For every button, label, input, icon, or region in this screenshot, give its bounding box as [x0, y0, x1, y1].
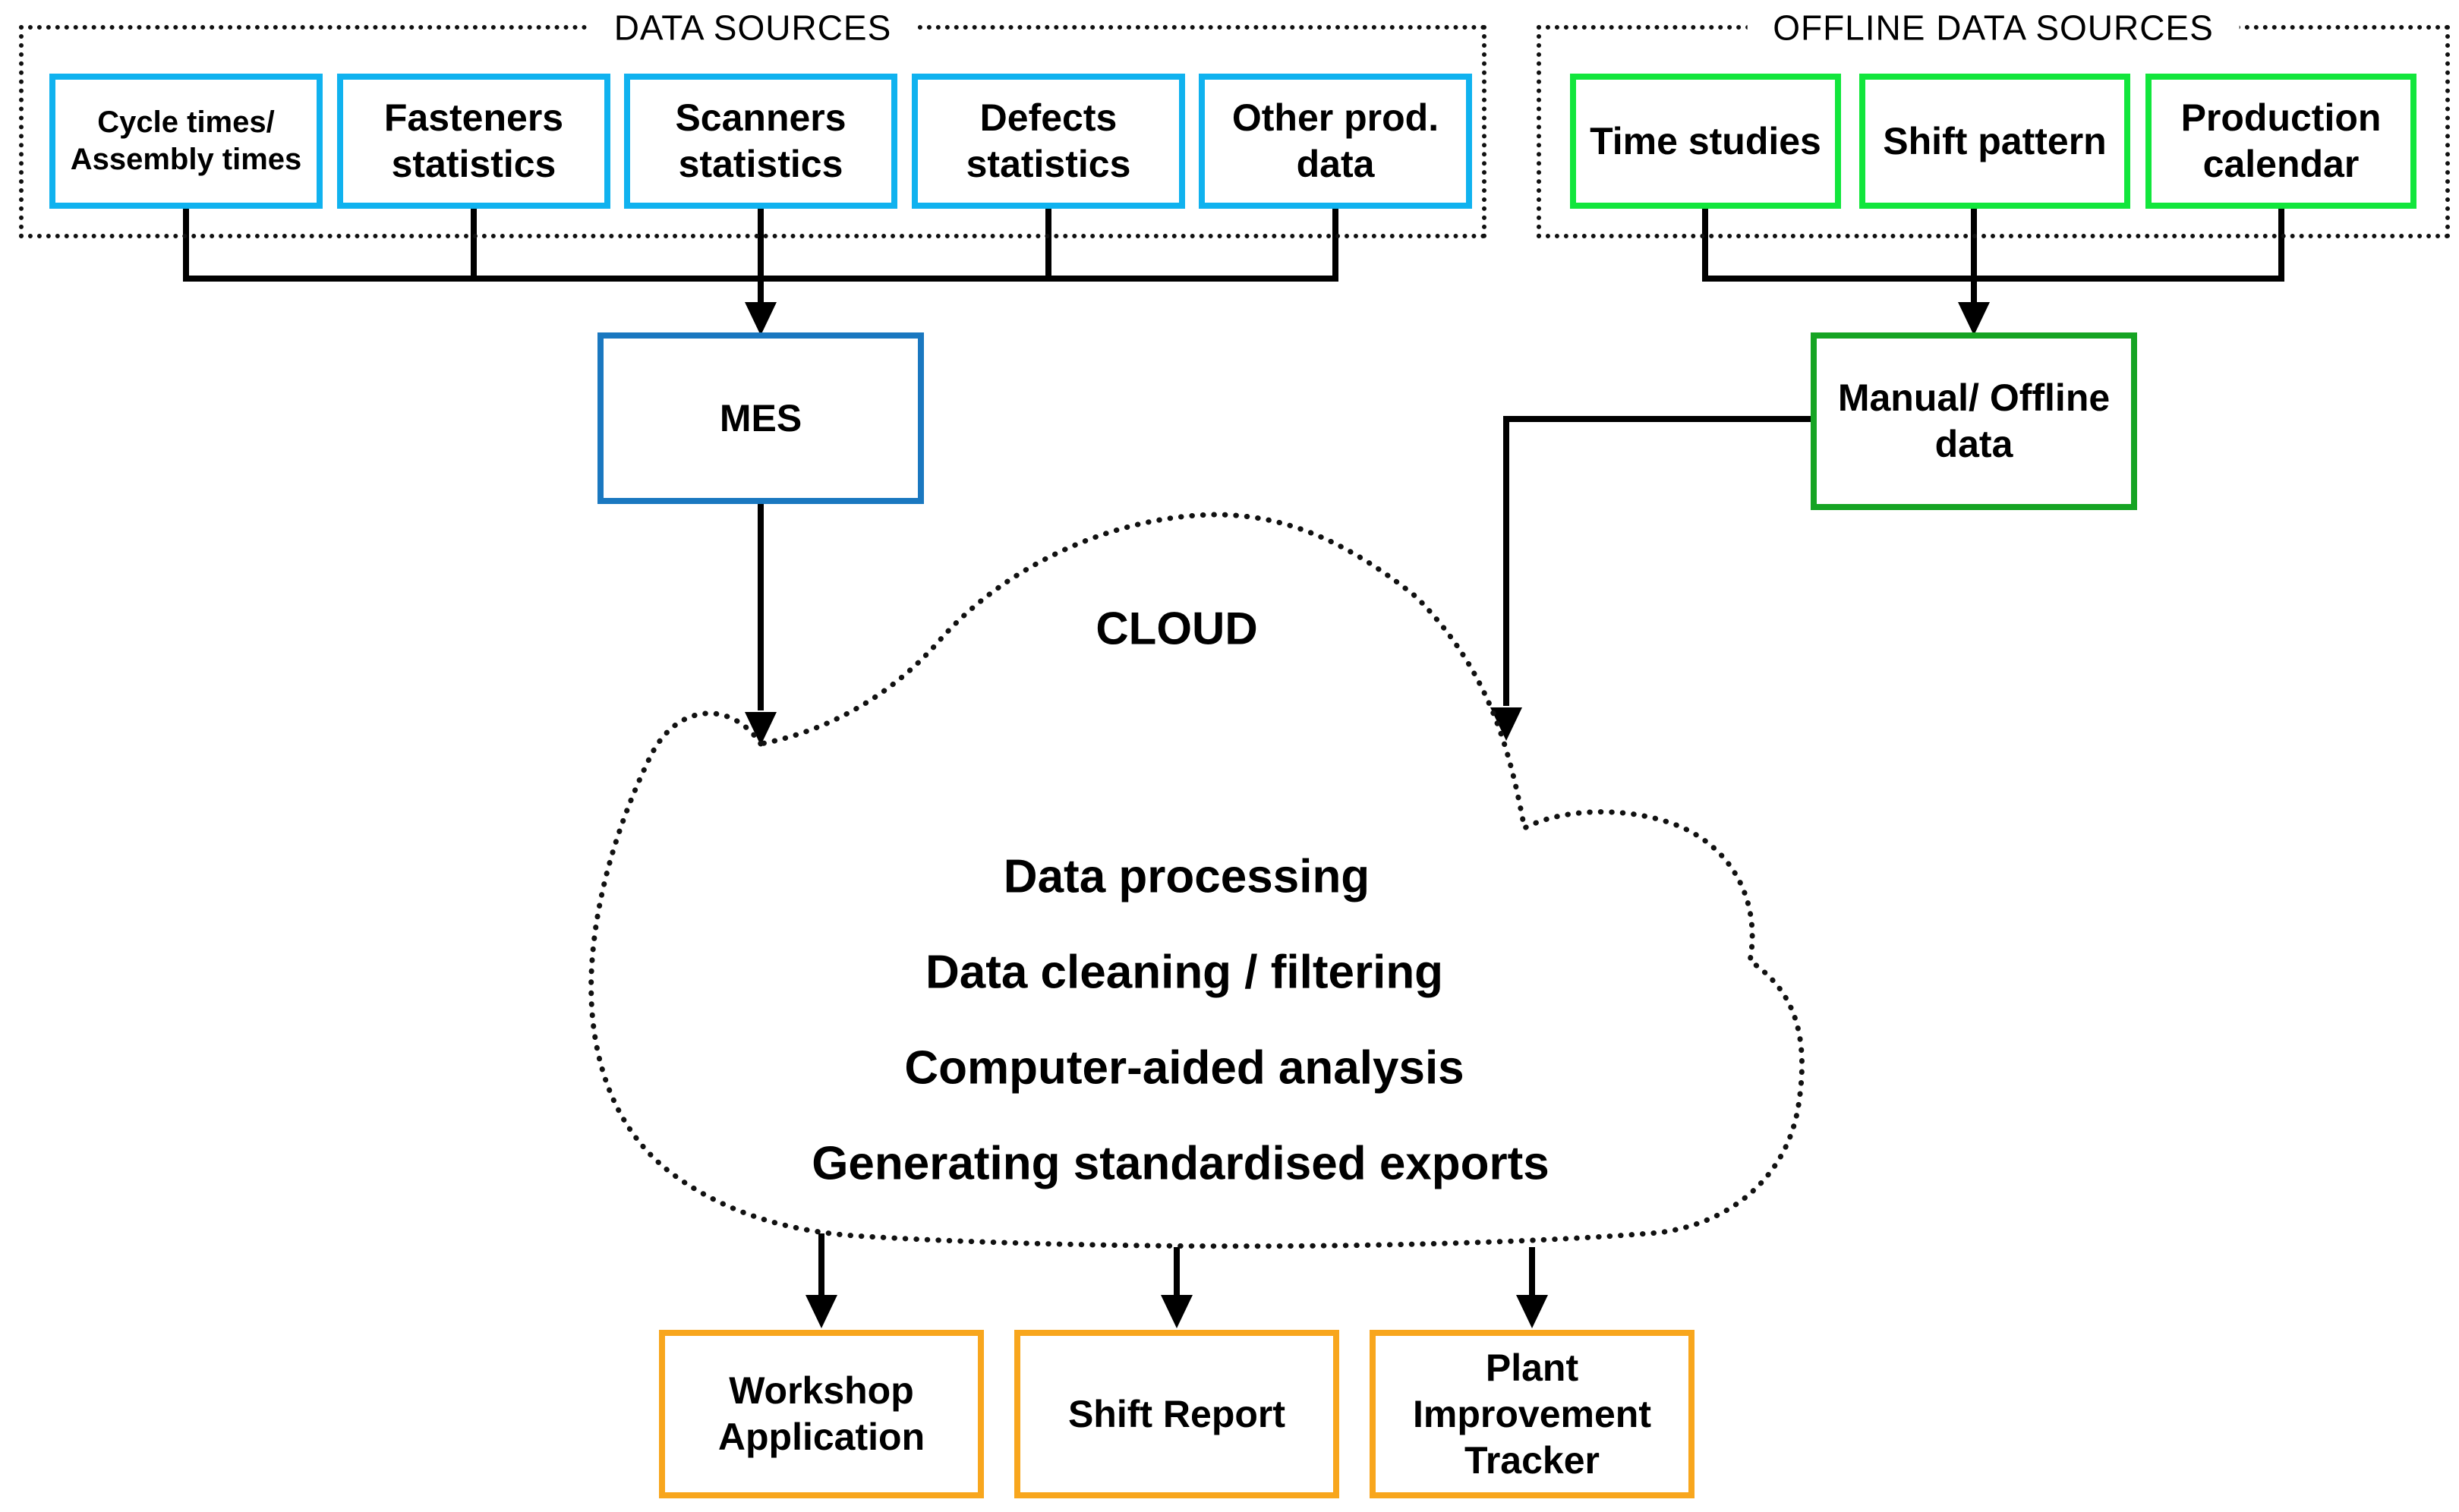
- box-fasteners-statistics: Fasteners statistics: [337, 74, 610, 209]
- arrowhead-mes-to-cloud: [745, 712, 777, 745]
- offline-data-sources-group: OFFLINE DATA SOURCES: [1537, 7, 2450, 238]
- cloud-function-line: Data cleaning / filtering: [925, 946, 1444, 999]
- arrowhead-into-manual-offline: [1958, 302, 1990, 335]
- box-workshop-application: Workshop Application: [659, 1330, 984, 1498]
- box-mes: MES: [597, 332, 924, 504]
- box-cycle-times: Cycle times/ Assembly times: [49, 74, 323, 209]
- box-defects-statistics: Defects statistics: [912, 74, 1185, 209]
- box-label: Shift pattern: [1883, 119, 2107, 162]
- box-plant-improvement-tracker: Plant Improvement Tracker: [1370, 1330, 1695, 1498]
- manual-to-cloud-line: [1503, 416, 1811, 706]
- cloud-to-output-lines: [818, 1233, 1535, 1295]
- box-label: Time studies: [1590, 119, 1821, 162]
- arrowhead-into-mes: [745, 302, 777, 335]
- offline-sources-to-manual-connector: [1702, 206, 2284, 304]
- box-label: MES: [719, 396, 802, 439]
- data-sources-title: DATA SOURCES: [588, 7, 918, 49]
- box-label: Workshop Application: [717, 1369, 925, 1458]
- box-label: Scanners statistics: [675, 96, 846, 185]
- box-scanners-statistics: Scanners statistics: [624, 74, 897, 209]
- box-label: Cycle times/ Assembly times: [70, 106, 302, 176]
- data-sources-to-mes-connector: [183, 206, 1338, 304]
- box-other-prod-data: Other prod. data: [1199, 74, 1472, 209]
- box-label: Plant Improvement Tracker: [1413, 1346, 1651, 1482]
- box-label: Other prod. data: [1231, 96, 1439, 185]
- cloud-shape: [588, 512, 1805, 1249]
- cloud-title: CLOUD: [1096, 603, 1258, 654]
- box-shift-pattern: Shift pattern: [1859, 74, 2130, 209]
- box-label: Shift Report: [1067, 1392, 1286, 1435]
- box-manual-offline-data: Manual/ Offline data: [1811, 332, 2137, 510]
- offline-data-sources-title: OFFLINE DATA SOURCES: [1747, 7, 2240, 49]
- box-production-calendar: Production calendar: [2145, 74, 2416, 209]
- box-label: Manual/ Offline data: [1837, 376, 2111, 465]
- cloud-function-line: Computer-aided analysis: [904, 1041, 1464, 1095]
- arrowheads-cloud-to-outputs: [805, 1295, 1548, 1328]
- data-sources-group: DATA SOURCES: [19, 7, 1486, 238]
- cloud-function-line: Data processing: [1003, 850, 1370, 903]
- cloud-function-line: Generating standardised exports: [812, 1137, 1549, 1190]
- arrowhead-manual-to-cloud: [1490, 707, 1522, 741]
- box-label: Fasteners statistics: [383, 96, 564, 185]
- box-label: Production calendar: [2180, 96, 2382, 185]
- box-time-studies: Time studies: [1570, 74, 1841, 209]
- box-shift-report: Shift Report: [1014, 1330, 1339, 1498]
- box-label: Defects statistics: [966, 96, 1131, 185]
